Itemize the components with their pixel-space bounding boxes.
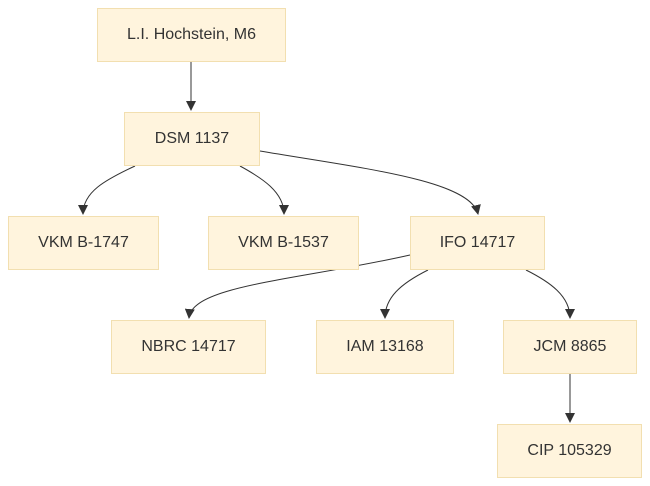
node-dsm-1137: DSM 1137 — [124, 112, 260, 166]
edge-dsm-to-vkm1747 — [78, 165, 136, 215]
edge-ifo-to-nbrc — [184, 254, 411, 319]
node-ifo-14717: IFO 14717 — [410, 216, 545, 270]
node-label: IFO 14717 — [439, 234, 516, 251]
node-nbrc-14717: NBRC 14717 — [111, 320, 266, 374]
node-label: VKM B-1747 — [38, 234, 129, 251]
node-label: L.I. Hochstein, M6 — [127, 26, 256, 43]
edge-ifo-to-jcm — [525, 269, 575, 319]
edge-dsm-to-vkm1537 — [239, 165, 289, 215]
node-label: DSM 1137 — [154, 130, 230, 147]
node-label: JCM 8865 — [533, 338, 607, 355]
node-vkm-b-1747: VKM B-1747 — [8, 216, 159, 270]
edge-ifo-to-iam — [380, 269, 429, 319]
node-label: CIP 105329 — [527, 442, 612, 459]
node-iam-13168: IAM 13168 — [316, 320, 454, 374]
edge-dsm-to-ifo — [259, 150, 481, 215]
node-hochstein-m6: L.I. Hochstein, M6 — [97, 8, 286, 62]
node-label: NBRC 14717 — [141, 338, 236, 355]
node-vkm-b-1537: VKM B-1537 — [208, 216, 359, 270]
node-jcm-8865: JCM 8865 — [503, 320, 637, 374]
node-label: IAM 13168 — [346, 338, 424, 355]
node-cip-105329: CIP 105329 — [497, 424, 642, 478]
node-label: VKM B-1537 — [238, 234, 329, 251]
